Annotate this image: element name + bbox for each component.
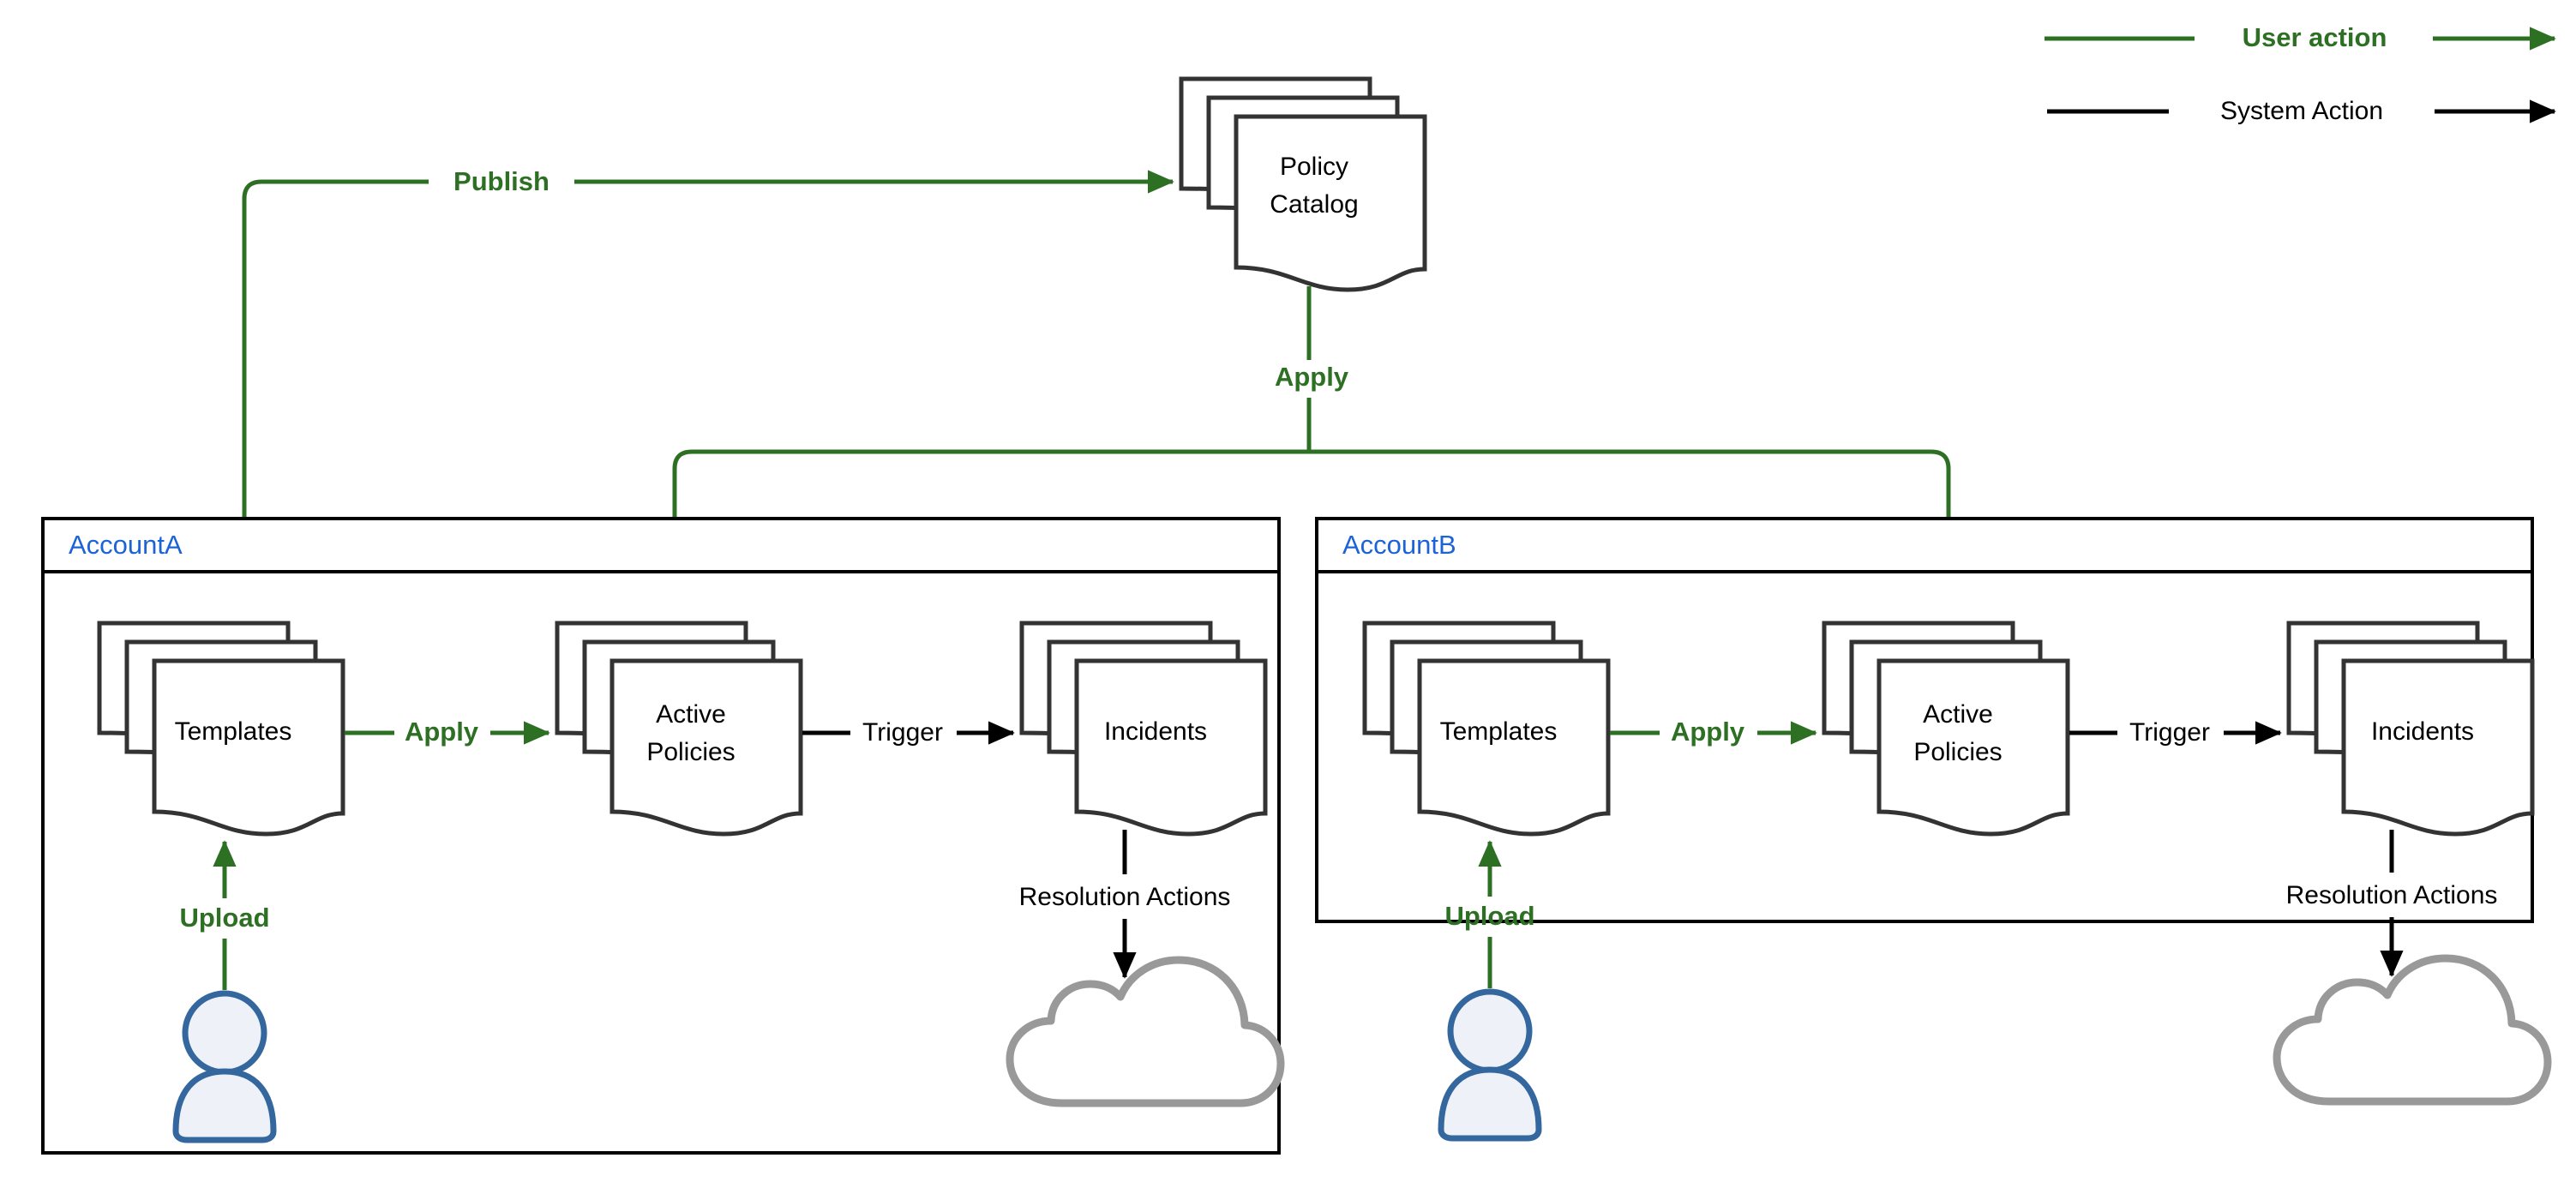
edge-publish: Publish	[242, 165, 1174, 651]
account-b-cloud[interactable]	[2273, 954, 2552, 1106]
account-b-edge-trigger: Trigger	[2069, 718, 2282, 747]
active-policies-b-page-front	[1876, 658, 2070, 837]
account-b-edge-resolution-actions: Resolution Actions	[2286, 830, 2498, 977]
account-b-title: AccountB	[1342, 530, 1456, 560]
account-b-edge-trigger-label: Trigger	[2129, 718, 2210, 747]
account-b-edge-upload-label: Upload	[1444, 901, 1534, 931]
group-account-b: AccountB Templates Apply Active Policies…	[1315, 517, 2552, 1142]
user-actor-icon-body	[172, 1068, 277, 1143]
user-actor-icon-head	[182, 990, 267, 1076]
incidents-a-label: Incidents	[1104, 717, 1207, 746]
account-b-actor[interactable]	[1438, 988, 1542, 1142]
account-a-edge-trigger: Trigger	[802, 718, 1015, 747]
edge-apply-central-label: Apply	[1275, 362, 1349, 392]
legend-item-system-action: System Action	[2047, 97, 2556, 125]
account-b-edge-apply: Apply	[1610, 717, 1817, 747]
account-b-edge-upload: Upload	[1444, 840, 1535, 988]
account-a-edge-upload-label: Upload	[179, 903, 269, 933]
account-a-edge-resolution-actions: Resolution Actions	[1019, 830, 1231, 979]
legend-system-action-label: System Action	[2220, 97, 2383, 125]
templates-a-label: Templates	[175, 717, 292, 746]
account-a-edge-upload: Upload	[179, 840, 270, 990]
group-account-a: AccountA Templates Apply Active Policies…	[41, 517, 1285, 1155]
account-a-cloud[interactable]	[1006, 956, 1285, 1107]
active-policies-a-page-front	[609, 658, 803, 837]
active-policies-b-label-line1: Active	[1923, 700, 1993, 729]
policy-catalog-label-line2: Catalog	[1270, 190, 1358, 219]
account-a-edge-apply: Apply	[345, 717, 550, 747]
account-b-edge-apply-label: Apply	[1671, 717, 1745, 747]
active-policies-b-label-line2: Policies	[1913, 738, 2002, 766]
publish-connector	[242, 170, 1174, 651]
account-a-node-incidents[interactable]: Incidents	[1019, 621, 1268, 837]
legend-user-action-label: User action	[2243, 22, 2387, 52]
active-policies-a-label-line2: Policies	[646, 738, 735, 766]
user-actor-icon-body	[1438, 1066, 1542, 1142]
templates-b-label: Templates	[1440, 717, 1558, 746]
legend-item-user-action: User action	[2045, 22, 2556, 52]
apply-central-label-bg	[1252, 360, 1372, 398]
account-b-node-active-policies[interactable]: Active Policies	[1822, 621, 2070, 837]
incidents-b-page-front	[2341, 658, 2535, 837]
account-a-node-templates[interactable]: Templates	[97, 621, 345, 837]
active-policies-a-label-line1: Active	[656, 700, 726, 729]
account-a-node-active-policies[interactable]: Active Policies	[555, 621, 803, 837]
edge-publish-label: Publish	[453, 166, 549, 196]
account-b-edge-resolution-label: Resolution Actions	[2286, 881, 2498, 909]
account-a-actor[interactable]	[172, 990, 277, 1143]
incidents-a-page-front	[1074, 658, 1268, 837]
edge-apply-central: Apply	[663, 286, 1961, 602]
account-a-edge-resolution-label: Resolution Actions	[1019, 883, 1231, 911]
templates-a-page-front	[152, 658, 345, 837]
node-policy-catalog[interactable]: Policy Catalog	[1179, 76, 1427, 292]
account-b-node-templates[interactable]: Templates	[1362, 621, 1611, 837]
account-b-node-incidents[interactable]: Incidents	[2286, 621, 2535, 837]
incidents-b-label: Incidents	[2371, 717, 2474, 746]
legend: User action System Action	[2045, 22, 2556, 125]
account-a-title: AccountA	[69, 530, 183, 560]
templates-b-page-front	[1417, 658, 1611, 837]
cloud-icon	[1006, 956, 1285, 1107]
apply-branch-left	[663, 449, 1309, 602]
policy-catalog-page-front	[1234, 114, 1427, 292]
cloud-icon	[2273, 954, 2552, 1106]
account-a-edge-apply-label: Apply	[405, 717, 479, 747]
account-a-edge-trigger-label: Trigger	[862, 718, 943, 747]
user-actor-icon-head	[1447, 988, 1533, 1074]
policy-catalog-label-line1: Policy	[1280, 153, 1348, 181]
publish-label-bg	[429, 165, 574, 201]
apply-branch-right	[1309, 449, 1961, 602]
